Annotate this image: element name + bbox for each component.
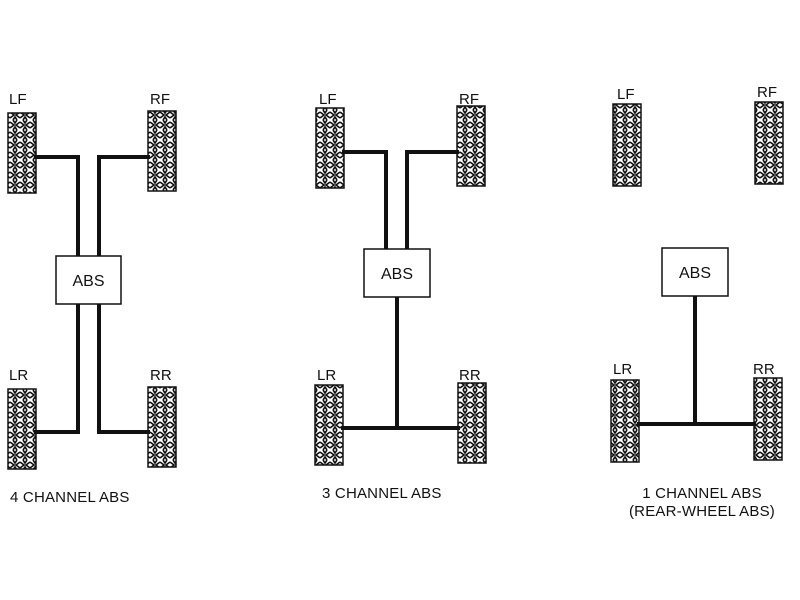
diagram-caption-line-1: 1 CHANNEL ABS [642, 485, 762, 502]
diagram-caption-line-1: 3 CHANNEL ABS [322, 485, 442, 502]
tire-rr [457, 382, 487, 464]
diagram-1-channel: LF RF LR RR ABS 1 CHANNEL ABS (REAR-WHEE… [610, 84, 784, 520]
tire-rf [456, 105, 486, 187]
diagram-caption-line-1: 4 CHANNEL ABS [10, 489, 130, 506]
brake-line-lf [34, 155, 80, 258]
brake-line-rr [97, 302, 150, 434]
diagram-4-channel: LF RF LR RR ABS 4 CHANNEL ABS [7, 91, 177, 506]
abs-module-label: ABS [72, 273, 104, 290]
tire-rf [147, 110, 177, 192]
tire-lr [314, 384, 344, 466]
tire-rr [753, 377, 783, 461]
wheel-label-rf: RF [757, 84, 777, 101]
tire-lr [7, 388, 37, 470]
wheel-label-lr: LR [317, 367, 336, 384]
wheel-label-lr: LR [613, 361, 632, 378]
abs-module-label: ABS [381, 266, 413, 283]
abs-module-label: ABS [679, 265, 711, 282]
tire-rf [754, 101, 784, 185]
tire-lf [7, 112, 37, 194]
wheel-label-lf: LF [617, 86, 635, 103]
abs-module [363, 248, 431, 298]
wheel-label-rr: RR [753, 361, 775, 378]
brake-line-lr [34, 302, 80, 434]
tire-lr [610, 379, 640, 463]
tire-lf [315, 107, 345, 189]
brake-line-lf [342, 150, 388, 251]
abs-module [661, 247, 729, 297]
wheel-label-lf: LF [9, 91, 27, 108]
wheel-label-rf: RF [459, 91, 479, 108]
tire-lf [612, 103, 642, 187]
wheel-label-lf: LF [319, 91, 337, 108]
brake-line-rf [97, 155, 150, 258]
wheel-label-rf: RF [150, 91, 170, 108]
diagram-3-channel: LF RF LR RR ABS 3 CHANNEL ABS [314, 91, 487, 502]
brake-line-rf [405, 150, 459, 251]
wheel-label-lr: LR [9, 367, 28, 384]
wheel-label-rr: RR [150, 367, 172, 384]
abs-module [55, 255, 122, 305]
tire-rr [147, 386, 177, 468]
diagram-caption-line-2: (REAR-WHEEL ABS) [629, 503, 775, 520]
wheel-label-rr: RR [459, 367, 481, 384]
